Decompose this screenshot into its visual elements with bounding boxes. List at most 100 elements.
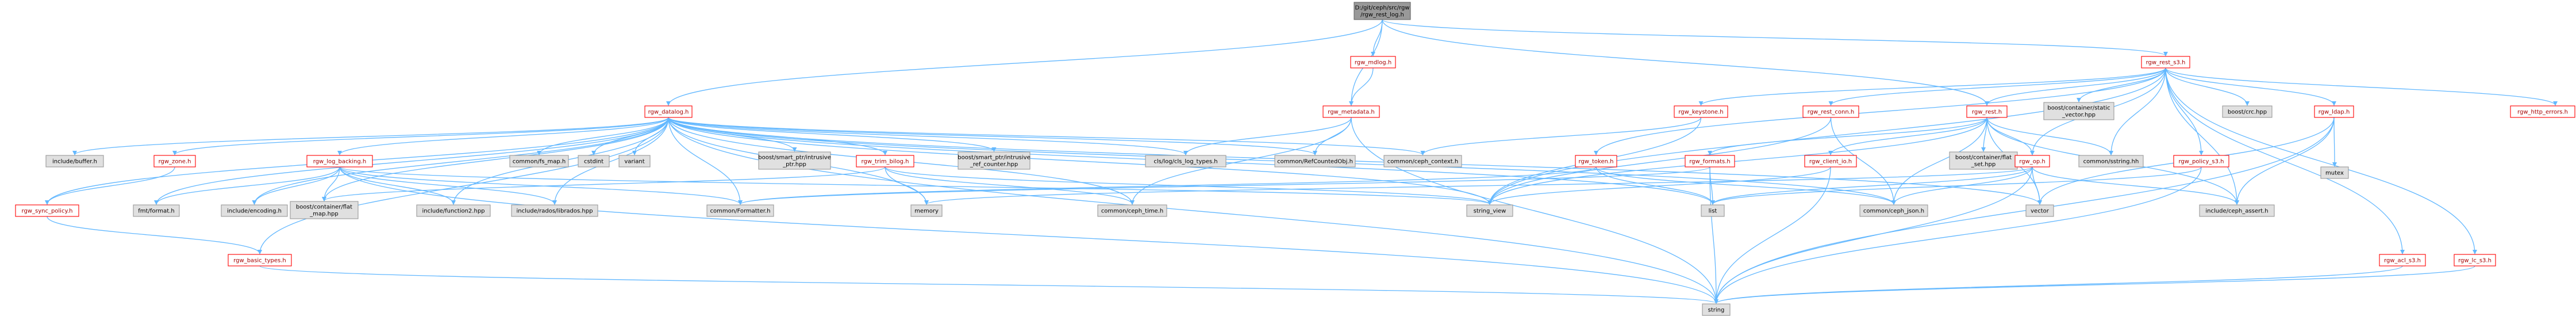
- node-rgw-acl-s3-h[interactable]: rgw_acl_s3.h: [2379, 254, 2426, 266]
- node-label: memory: [914, 208, 939, 215]
- node-box: [2222, 105, 2273, 118]
- edge-rgw_ldap_h-to-include_ceph_assert_h: [2235, 117, 2335, 205]
- node-root[interactable]: D:/git/ceph/src/rgw/rgw_rest_log.h: [1354, 2, 1411, 20]
- edge-rgw_op_h-to-include_ceph_assert_h: [2032, 166, 2239, 205]
- node-label: rgw_datalog.h: [648, 109, 689, 116]
- node-rgw-rest-s3-h[interactable]: rgw_rest_s3.h: [2141, 56, 2190, 68]
- edge-rgw_rest_s3_h-to-include_ceph_assert_h: [2165, 67, 2239, 205]
- node-box: [1322, 105, 1380, 118]
- node-box: [1145, 155, 1227, 167]
- edge-rgw_log_backing_h-to-include_encoding_h: [252, 166, 340, 205]
- node-label: variant: [624, 159, 644, 165]
- node-common-sstring-hh: common/sstring.hh: [2078, 155, 2144, 167]
- node-label: vector: [2031, 208, 2050, 215]
- node-rgw-log-backing-h[interactable]: rgw_log_backing.h: [306, 155, 373, 167]
- node-rgw-basic-types-h[interactable]: rgw_basic_types.h: [228, 254, 292, 266]
- node-label: common/ceph_json.h: [1863, 208, 1924, 215]
- node-box: [306, 155, 373, 167]
- node-box: [1804, 155, 1857, 167]
- node-label: rgw_rest_s3.h: [2146, 60, 2186, 66]
- node-label: common/sstring.hh: [2083, 159, 2139, 165]
- node-rgw-datalog-h[interactable]: rgw_datalog.h: [644, 105, 693, 118]
- node-label: rgw_client_io.h: [1809, 159, 1852, 165]
- node-mutex: mutex: [2320, 166, 2349, 179]
- node-boost-smart-ptr-intrusive-ref-counter: boost/smart_ptr/intrusive_ref_counter.hp…: [958, 151, 1031, 170]
- node-box: [2314, 105, 2354, 118]
- node-label: common/ceph_time.h: [1101, 208, 1163, 215]
- node-string: string: [1702, 303, 1731, 316]
- node-box: [2043, 102, 2114, 120]
- node-label: rgw_basic_types.h: [233, 258, 286, 264]
- node-label: rgw_rest.h: [1972, 109, 2002, 116]
- node-rgw-keystone-h[interactable]: rgw_keystone.h: [1674, 105, 1728, 118]
- node-label: include/encoding.h: [227, 208, 282, 215]
- node-label: boost/container/flat: [1955, 155, 2012, 161]
- node-box: [910, 204, 943, 217]
- edge-rgw_rest_s3_h-to-rgw_rest_conn_h: [1828, 67, 2166, 106]
- node-include-rados-librados-hpp: include/rados/librados.hpp: [511, 204, 598, 217]
- node-rgw-zone-h[interactable]: rgw_zone.h: [153, 155, 196, 167]
- node-label: rgw_formats.h: [1689, 159, 1731, 165]
- edge-rgw_mdlog_h-to-rgw_metadata_h: [1349, 67, 1374, 106]
- node-rgw-metadata-h[interactable]: rgw_metadata.h: [1322, 105, 1380, 118]
- edge-rgw_trim_bilog_h-to-common_ceph_time_h: [885, 166, 1135, 205]
- node-box: [1702, 303, 1731, 316]
- node-box: [153, 155, 196, 167]
- node-rgw-tc-s3-h[interactable]: rgw_lc_s3.h: [2454, 254, 2496, 266]
- node-box: [644, 105, 693, 118]
- edge-rgw_trim_bilog_h-to-memory: [885, 166, 929, 205]
- edge-rgw_rest_h-to-common_sstring_hh: [1986, 117, 2113, 155]
- edge-rgw_token_h-to-common_Formatter_h: [738, 166, 1597, 205]
- node-label: _set.hpp: [1971, 162, 1996, 168]
- node-box: [2025, 204, 2054, 217]
- node-label: rgw_mdlog.h: [1355, 60, 1391, 66]
- node-box: [1575, 155, 1617, 167]
- node-box: [416, 204, 491, 217]
- node-rgw-policy-s3-h[interactable]: rgw_policy_s3.h: [2173, 155, 2229, 167]
- node-label: D:/git/ceph/src/rgw: [1355, 5, 1410, 12]
- node-box: [578, 155, 610, 167]
- edge-rgw_rest_s3_h-to-rgw_keystone_h: [1698, 67, 2166, 106]
- node-box: [1685, 155, 1735, 167]
- node-box: [1802, 105, 1859, 118]
- node-rgw-ldap-h[interactable]: rgw_ldap.h: [2314, 105, 2354, 118]
- node-label: _ref_counter.hpp: [970, 162, 1018, 168]
- node-rgw-op-h[interactable]: rgw_op.h: [2014, 155, 2050, 167]
- node-rgw-token-h[interactable]: rgw_token.h: [1575, 155, 1617, 167]
- node-variant: variant: [618, 155, 651, 167]
- node-label: cls/log/cls_log_types.h: [1154, 159, 1217, 165]
- node-label: include/ceph_assert.h: [2205, 208, 2268, 215]
- node-label: rgw_ldap.h: [2319, 109, 2350, 116]
- node-rgw-mdlog-h[interactable]: rgw_mdlog.h: [1350, 56, 1396, 68]
- node-box: [856, 155, 914, 167]
- node-rgw-rest-h[interactable]: rgw_rest.h: [1966, 105, 2008, 118]
- edge-rgw_op_h-to-memory: [924, 166, 2033, 205]
- edge-rgw_rest_h-to-rgw_client_io_h: [1828, 117, 1987, 155]
- node-fmt-format-h: fmt/format.h: [133, 204, 180, 217]
- node-box: [228, 254, 292, 266]
- node-boost-container-flat-map: boost/container/flat_map.hpp: [290, 201, 359, 219]
- node-label: rgw_http_errors.h: [2517, 109, 2568, 116]
- node-rgw-formats-h[interactable]: rgw_formats.h: [1685, 155, 1735, 167]
- node-box: [706, 204, 774, 217]
- node-boost-container-static-vector: boost/container/static_vector.hpp: [2043, 102, 2114, 120]
- node-rgw-rest-conn-h[interactable]: rgw_rest_conn.h: [1802, 105, 1859, 118]
- node-label: string: [1708, 307, 1725, 314]
- node-label: boost/container/flat: [296, 204, 352, 211]
- edge-rgw_rest_s3_h-to-rgw_acl_s3_h: [2165, 67, 2405, 254]
- node-include-ceph-assert-h: include/ceph_assert.h: [2199, 204, 2275, 217]
- node-rgw-trim-bilog-h[interactable]: rgw_trim_bilog.h: [856, 155, 914, 167]
- edge-rgw_datalog_h-to-string_view: [668, 117, 1492, 205]
- edge-rgw_ldap_h-to-string: [1714, 117, 2335, 304]
- edge-rgw_client_io_h-to-string_view: [1487, 166, 1831, 205]
- edge-rgw_rest_s3_h-to-rgw_token_h: [1594, 67, 2166, 155]
- node-label: _ptr.hpp: [782, 162, 806, 168]
- node-box: [1701, 204, 1725, 217]
- edge-root-to-rgw_rest_s3_h: [1382, 19, 2168, 56]
- node-label: fmt/format.h: [138, 208, 174, 215]
- node-rgw-sync-policy-h[interactable]: rgw_sync_policy.h: [15, 204, 79, 217]
- node-rgw-http-errors-h[interactable]: rgw_http_errors.h: [2510, 105, 2575, 118]
- node-rgw-client-io-h[interactable]: rgw_client_io.h: [1804, 155, 1857, 167]
- node-label: include/function2.hpp: [422, 208, 485, 215]
